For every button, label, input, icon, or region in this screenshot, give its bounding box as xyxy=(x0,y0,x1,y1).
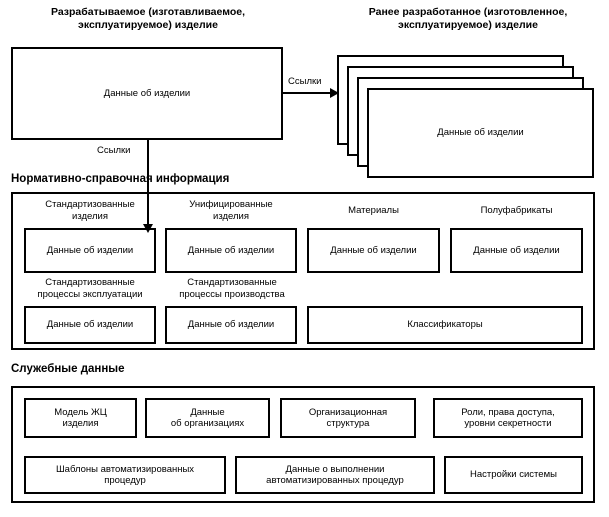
edge-label-links-to-legacy: Ссылки xyxy=(288,76,322,87)
service-section-title: Служебные данные xyxy=(11,363,125,375)
legacy-product-data-box[interactable]: Данные об изделии xyxy=(367,88,594,178)
current-product-data-box[interactable]: Данные об изделии xyxy=(11,47,283,140)
reference-row2-box-classifiers[interactable]: Классификаторы xyxy=(307,306,583,344)
edge-arrowhead-to-reference xyxy=(143,224,153,233)
reference-row1-caption-1: Унифицированные изделия xyxy=(189,199,273,222)
reference-row1-box-0[interactable]: Данные об изделии xyxy=(24,228,156,273)
reference-row1-caption-3: Полуфабрикаты xyxy=(480,205,553,216)
service-row2-box-2[interactable]: Настройки системы xyxy=(444,456,583,494)
service-row1-box-0[interactable]: Модель ЖЦ изделия xyxy=(24,398,137,438)
reference-row2-caption-0: Стандартизованные процессы эксплуатации xyxy=(37,277,143,300)
reference-row2-caption-1: Стандартизованные процессы производства xyxy=(179,277,285,300)
reference-section-title: Нормативно-справочная информация xyxy=(11,173,230,185)
reference-row1-box-3[interactable]: Данные об изделии xyxy=(450,228,583,273)
edge-line-to-legacy xyxy=(283,92,333,94)
reference-row1-caption-2: Материалы xyxy=(348,205,399,216)
reference-row1-caption-0: Стандартизованные изделия xyxy=(45,199,135,222)
service-row2-box-1[interactable]: Данные о выполнении автоматизированных п… xyxy=(235,456,435,494)
edge-line-to-reference xyxy=(147,140,149,228)
reference-row2-box-1[interactable]: Данные об изделии xyxy=(165,306,297,344)
header-current-product: Разрабатываемое (изготавливаемое, эксплу… xyxy=(50,6,246,31)
reference-row2-box-0[interactable]: Данные об изделии xyxy=(24,306,156,344)
service-row1-box-3[interactable]: Роли, права доступа, уровни секретности xyxy=(433,398,583,438)
service-row1-box-2[interactable]: Организационная структура xyxy=(280,398,416,438)
header-legacy-product: Ранее разработанное (изготовленное, эксп… xyxy=(368,6,568,31)
edge-label-links-to-reference: Ссылки xyxy=(97,145,131,156)
service-row2-box-0[interactable]: Шаблоны автоматизированных процедур xyxy=(24,456,226,494)
reference-row1-box-2[interactable]: Данные об изделии xyxy=(307,228,440,273)
reference-row1-box-1[interactable]: Данные об изделии xyxy=(165,228,297,273)
service-row1-box-1[interactable]: Данные об организациях xyxy=(145,398,270,438)
edge-arrowhead-to-legacy xyxy=(330,88,339,98)
